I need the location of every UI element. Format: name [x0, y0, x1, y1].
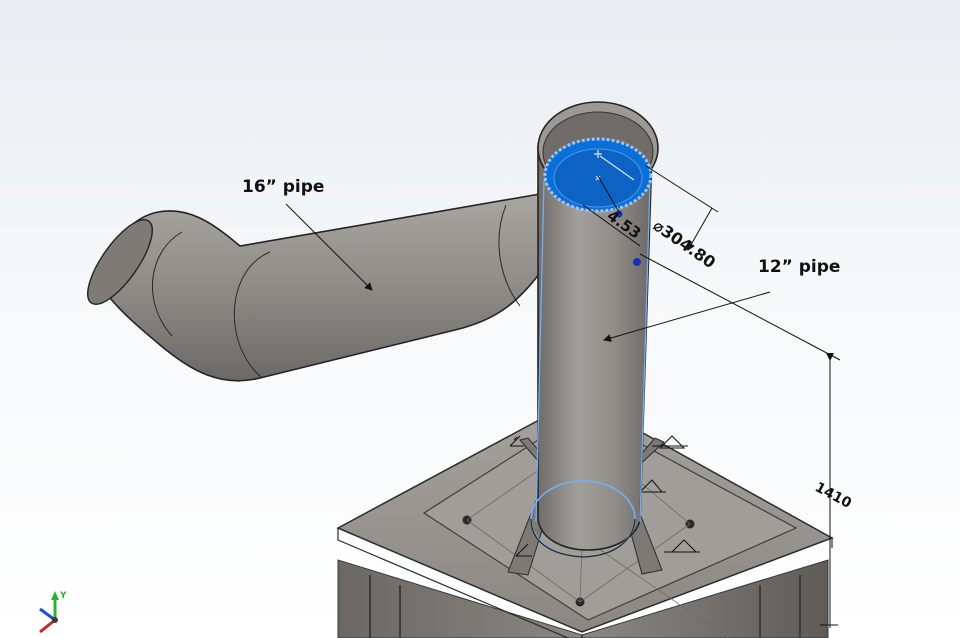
- pipe-12[interactable]: [530, 101, 659, 558]
- diameter-extension-line: [582, 204, 641, 247]
- triad-origin: [52, 617, 58, 623]
- face-origin-marker: [594, 150, 602, 181]
- pipe-16-seam: [498, 204, 521, 307]
- diameter-dimension[interactable]: ⌀304.80: [650, 216, 719, 273]
- label-16-pipe: 16” pipe: [242, 177, 324, 197]
- base-plate-outer-edge: [337, 528, 833, 638]
- leader-16-pipe: [285, 203, 373, 291]
- pipe-12-outline-highlight: [535, 179, 651, 523]
- label-12-pipe: 12” pipe: [758, 257, 840, 277]
- pipe-16-body[interactable]: [100, 193, 549, 382]
- support-box[interactable]: [337, 559, 829, 638]
- callouts: 16” pipe 12” pipe: [242, 177, 840, 342]
- triad-icon[interactable]: Y: [39, 591, 67, 634]
- weld-symbol-icon: [509, 435, 524, 447]
- diameter-dimension-line: [687, 207, 713, 251]
- dimension-handle[interactable]: [615, 210, 623, 218]
- weld-symbol-icon: [515, 543, 532, 557]
- height-dimension[interactable]: 1410: [812, 479, 854, 512]
- weld-symbol-icon: [652, 435, 688, 449]
- triad-y-label: Y: [59, 591, 67, 601]
- diameter-extension-line: [645, 165, 719, 213]
- weld-symbol-icon: [664, 539, 700, 553]
- dimension-handle[interactable]: [633, 258, 641, 266]
- pipe-16[interactable]: [77, 193, 549, 382]
- pipe-16-seam: [234, 251, 271, 379]
- triad-x-axis: [39, 607, 56, 622]
- face-axis-arrow: [599, 155, 635, 181]
- support-box-rib: [369, 575, 801, 638]
- diameter-dimension-line: [597, 175, 621, 215]
- triad-y-arrow: [51, 591, 59, 600]
- leader-12-pipe: [603, 291, 771, 342]
- pipe-16-end[interactable]: [77, 211, 164, 314]
- pipe-12-base-outline: [530, 518, 636, 558]
- pipe-16-seam: [151, 231, 183, 337]
- triad-z-axis: [39, 618, 56, 634]
- height-extension-line: [639, 253, 841, 361]
